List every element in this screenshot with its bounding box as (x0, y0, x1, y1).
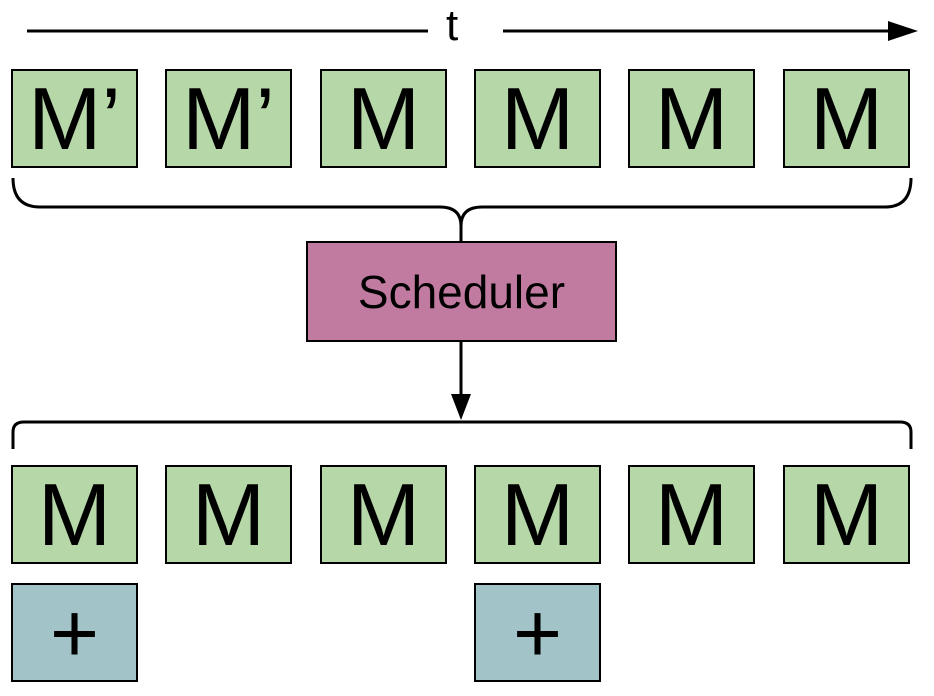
scheduler-output-arrowhead (451, 394, 471, 420)
plus-block-2: + (474, 583, 601, 682)
input-module-1: M’ (11, 69, 138, 168)
plus-block-1: + (11, 583, 138, 682)
output-module-6: M (783, 465, 910, 564)
time-axis-arrowhead (888, 21, 918, 41)
output-bracket (11, 420, 913, 449)
input-module-4: M (474, 69, 601, 168)
input-module-2: M’ (165, 69, 292, 168)
output-module-5: M (628, 465, 755, 564)
output-module-4: M (474, 465, 601, 564)
output-module-2: M (165, 465, 292, 564)
input-module-3: M (320, 69, 447, 168)
output-module-1: M (11, 465, 138, 564)
input-module-6: M (783, 69, 910, 168)
output-module-3: M (320, 465, 447, 564)
input-brace (11, 177, 913, 241)
input-module-5: M (628, 69, 755, 168)
scheduler-box: Scheduler (306, 241, 617, 342)
time-axis-label: t (446, 1, 459, 50)
